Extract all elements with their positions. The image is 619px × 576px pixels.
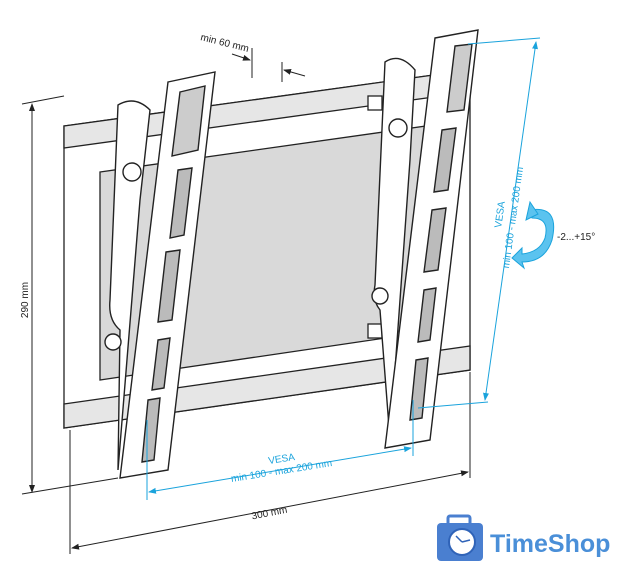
vesa-v-title: VESA: [493, 200, 508, 228]
left-arm: [104, 71, 216, 479]
tilt-label: -2...+15°: [557, 232, 595, 243]
logo-text: TimeShop: [490, 530, 610, 558]
vesa-h-title: VESA: [268, 452, 296, 467]
timeshop-logo: TimeShop: [437, 514, 610, 561]
width-label: 300 mm: [251, 505, 289, 523]
tilt-arrow-icon: [511, 200, 555, 270]
min-gap-label: min 60 mm: [199, 32, 250, 55]
vesa-horizontal-dimension: VESA min 100 - max 200 mm: [146, 400, 414, 500]
right-arm: [371, 29, 479, 449]
height-label: 290 mm: [20, 282, 31, 318]
